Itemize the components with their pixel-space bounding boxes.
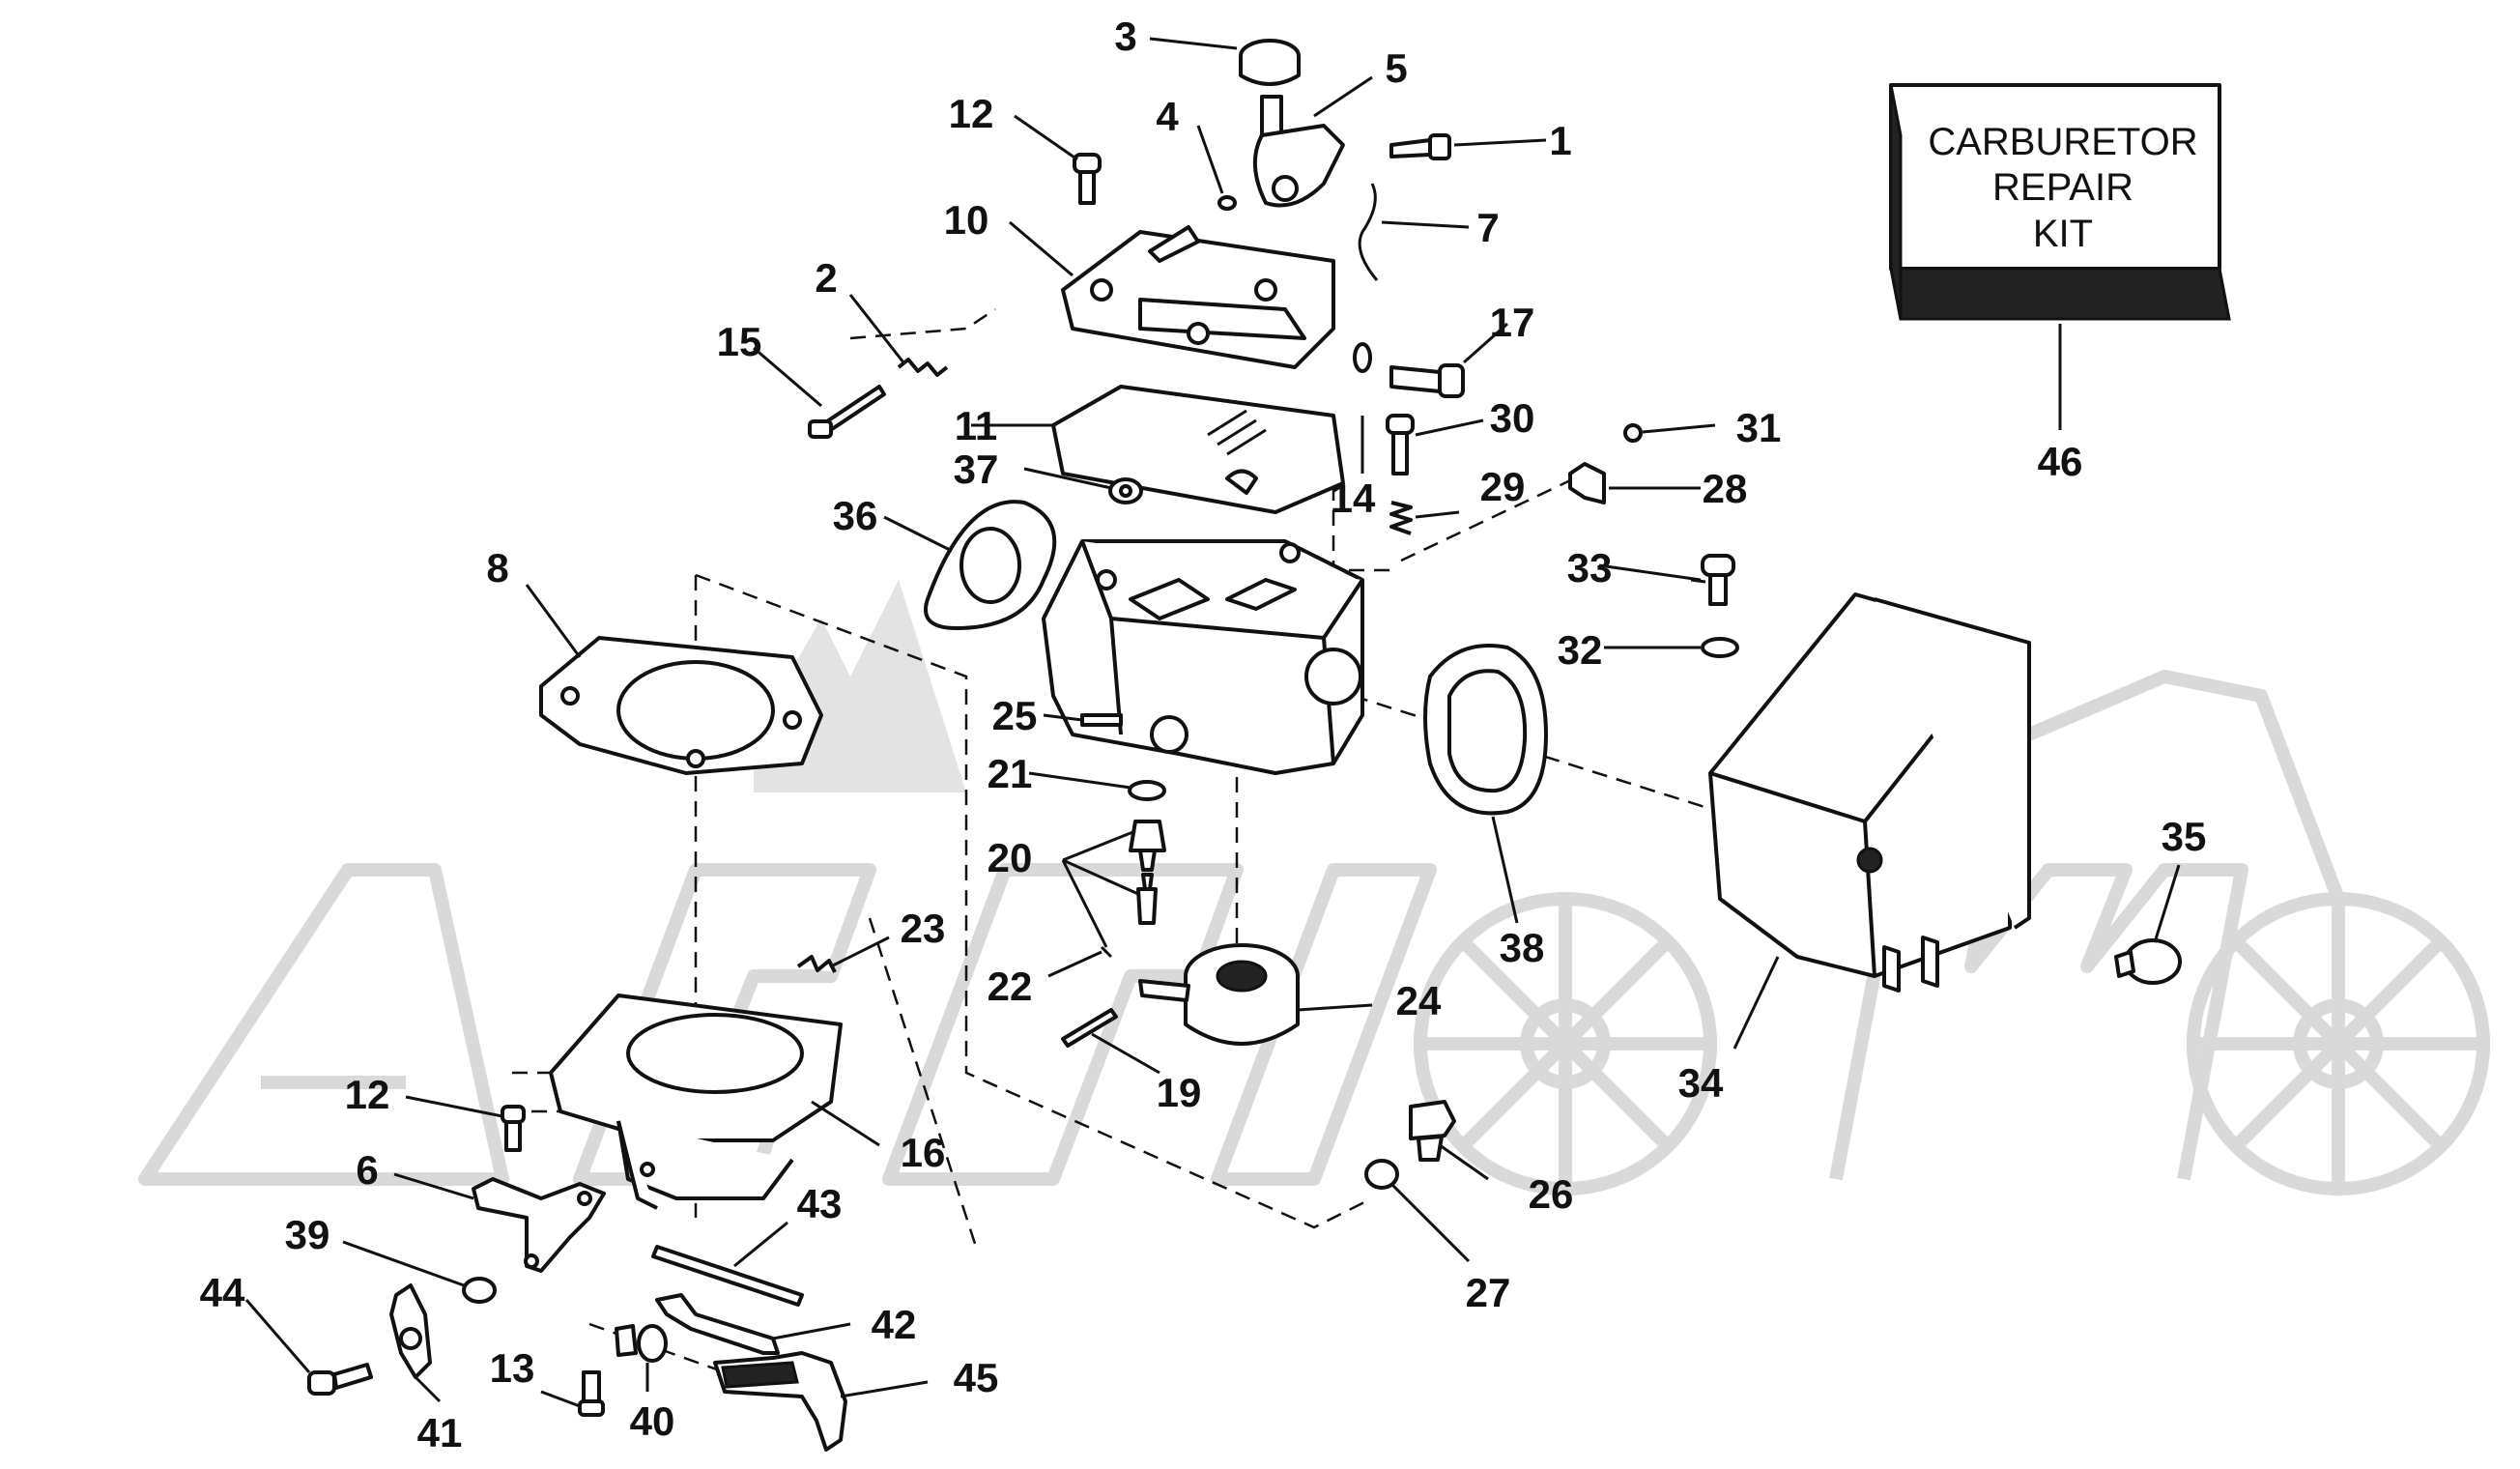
callout-12-top: 12	[949, 91, 994, 136]
part-43-rod	[651, 1245, 804, 1307]
part-27-washer	[1364, 1159, 1399, 1190]
part-8-gasket	[539, 636, 823, 775]
callout-24: 24	[1396, 978, 1442, 1023]
part-35-knob	[2114, 938, 2182, 985]
part-1-screw	[1389, 133, 1451, 160]
callout-39: 39	[285, 1212, 330, 1257]
callout-34: 34	[1678, 1060, 1724, 1106]
callout-36: 36	[833, 493, 878, 538]
callout-10: 10	[944, 197, 989, 243]
part-37-nut	[1108, 477, 1143, 504]
part-34-silencer	[1708, 592, 2031, 993]
callout-21: 21	[988, 751, 1033, 796]
part-16-float-bowl	[549, 994, 843, 1210]
callout-25: 25	[992, 693, 1038, 738]
callout-17: 17	[1490, 300, 1535, 345]
part-38-gasket	[1423, 644, 1548, 816]
part-3-cap	[1239, 39, 1301, 86]
callout-31: 31	[1736, 405, 1782, 450]
callout-32: 32	[1558, 627, 1603, 673]
part-28-clip	[1568, 462, 1606, 504]
callout-40: 40	[630, 1398, 675, 1444]
callout-4: 4	[1156, 94, 1179, 139]
part-23-spring	[796, 955, 837, 973]
callout-20: 20	[988, 835, 1033, 880]
callout-19: 19	[1157, 1070, 1202, 1115]
callout-35: 35	[2162, 814, 2207, 859]
part-4-oring	[1217, 195, 1237, 211]
callout-44: 44	[200, 1270, 245, 1315]
callout-42: 42	[872, 1302, 917, 1347]
part-17-screw	[1389, 363, 1465, 398]
callout-30: 30	[1490, 395, 1535, 441]
callout-33: 33	[1567, 545, 1613, 590]
part-32-washer	[1701, 637, 1739, 658]
part-45-handle	[713, 1351, 847, 1452]
callout-16: 16	[901, 1130, 946, 1175]
part-11-gasket	[1051, 385, 1345, 514]
callout-41: 41	[417, 1410, 463, 1455]
part-15-screw	[808, 385, 886, 439]
callout-22: 22	[988, 964, 1033, 1009]
callout-43: 43	[797, 1181, 843, 1226]
kit-label-line2: REPAIR	[1992, 166, 2133, 209]
kit-label-line3: KIT	[2033, 213, 2093, 255]
part-12-screw-lower	[501, 1105, 526, 1152]
part-5-lever	[1252, 95, 1345, 208]
part-29-spring	[1389, 501, 1413, 535]
callout-29: 29	[1480, 464, 1526, 509]
part-7-link	[1358, 183, 1379, 281]
part-41-lever	[389, 1283, 432, 1379]
part-39-washer	[462, 1277, 497, 1304]
callout-2: 2	[815, 255, 837, 301]
callout-27: 27	[1466, 1270, 1511, 1315]
part-33-screw	[1701, 554, 1735, 606]
callout-5: 5	[1385, 45, 1407, 91]
callout-3: 3	[1114, 14, 1136, 59]
part-30-screw	[1386, 414, 1415, 475]
leader-lines	[244, 37, 2181, 1408]
main-carburetor-body	[1042, 539, 1364, 775]
callout-7: 7	[1476, 205, 1499, 250]
part-42-link	[655, 1293, 780, 1355]
callout-11: 11	[955, 403, 997, 448]
part-44-screw	[307, 1363, 373, 1396]
kit-label-line1: CARBURETOR	[1928, 121, 2197, 163]
callout-1: 1	[1549, 118, 1571, 163]
callout-14: 14	[1331, 475, 1376, 521]
callout-6: 6	[356, 1147, 378, 1193]
callout-labels: 3 5 1 4 12 7 10 2 15 17 11 30 31 37 14 2…	[200, 14, 2207, 1455]
part-12-screw-top	[1073, 153, 1102, 205]
callout-13: 13	[490, 1345, 535, 1391]
callout-15: 15	[717, 319, 762, 364]
callout-46: 46	[2038, 439, 2083, 484]
part-6-bracket	[472, 1177, 606, 1273]
callout-38: 38	[1500, 925, 1545, 970]
callout-37: 37	[954, 446, 999, 492]
part-31-screw	[1623, 423, 1643, 443]
callout-45: 45	[954, 1355, 999, 1400]
part-24-float	[1138, 943, 1300, 1046]
part-25-pin	[1080, 713, 1123, 727]
part-21-washer	[1128, 780, 1166, 801]
part-26-plug	[1409, 1100, 1456, 1162]
part-20-valve	[1129, 820, 1166, 925]
part-13-screw	[578, 1370, 605, 1417]
callout-8: 8	[486, 545, 508, 590]
callout-12-lower: 12	[345, 1072, 390, 1117]
repair-kit-box: CARBURETOR REPAIR KIT	[1889, 83, 2231, 430]
part-22-clip	[1100, 945, 1113, 959]
callout-26: 26	[1529, 1171, 1574, 1217]
part-2-spring	[897, 358, 949, 377]
part-10-cover	[1061, 225, 1335, 369]
part-19-pin	[1061, 1008, 1118, 1048]
part-14-washer	[1353, 342, 1372, 373]
part-40-fitting	[615, 1324, 668, 1363]
callout-28: 28	[1703, 466, 1748, 511]
part-36-gasket	[924, 500, 1057, 630]
callout-23: 23	[901, 906, 946, 951]
